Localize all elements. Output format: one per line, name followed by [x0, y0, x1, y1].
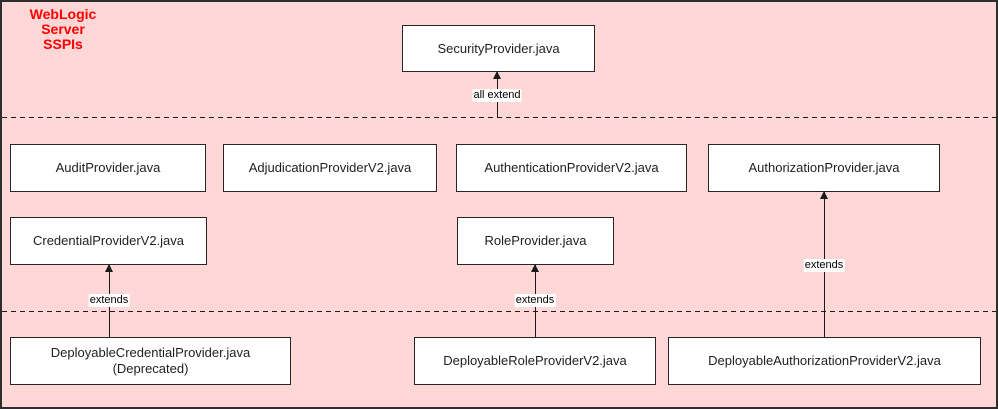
tier-divider-bottom — [2, 311, 996, 312]
node-deprecated-note: (Deprecated) — [112, 361, 189, 376]
arrow-up-head-icon — [820, 191, 828, 199]
node-label: CredentialProviderV2.java — [32, 233, 185, 248]
node-label: DeployableAuthorizationProviderV2.java — [708, 353, 941, 368]
edge-label-all-extend: all extend — [472, 89, 522, 102]
node-label: AuthorizationProvider.java — [748, 160, 900, 175]
diagram-title-line2: SSPIs — [43, 36, 83, 52]
node-label: RoleProvider.java — [484, 233, 587, 248]
edge-label-extends-credential: extends — [88, 294, 130, 307]
node-adjudication-provider-v2: AdjudicationProviderV2.java — [223, 144, 437, 192]
node-label: DeployableCredentialProvider.java — [50, 345, 251, 360]
tier-divider-top — [2, 117, 996, 118]
node-deployable-authorization-provider-v2: DeployableAuthorizationProviderV2.java — [668, 337, 981, 385]
edge-label-extends-role: extends — [514, 294, 556, 307]
node-authorization-provider: AuthorizationProvider.java — [708, 144, 940, 192]
node-label: DeployableRoleProviderV2.java — [443, 353, 627, 368]
node-credential-provider-v2: CredentialProviderV2.java — [10, 217, 207, 265]
node-deployable-credential-provider: DeployableCredentialProvider.java (Depre… — [10, 337, 291, 385]
node-label: AdjudicationProviderV2.java — [248, 160, 412, 175]
diagram-title: WebLogic Server SSPIs — [6, 7, 120, 52]
diagram-title-line1: WebLogic Server — [29, 6, 97, 37]
node-label: SecurityProvider.java — [437, 40, 560, 56]
edge-label-extends-authorization: extends — [803, 259, 845, 272]
node-deployable-role-provider-v2: DeployableRoleProviderV2.java — [414, 337, 656, 385]
node-label: AuditProvider.java — [55, 160, 161, 175]
arrow-up-head-icon — [493, 71, 501, 79]
arrow-up-head-icon — [105, 264, 113, 272]
arrow-up-head-icon — [531, 264, 539, 272]
node-security-provider: SecurityProvider.java — [402, 25, 595, 72]
node-audit-provider: AuditProvider.java — [10, 144, 206, 192]
node-role-provider: RoleProvider.java — [457, 217, 614, 265]
node-label: AuthenticationProviderV2.java — [484, 160, 659, 175]
node-authentication-provider-v2: AuthenticationProviderV2.java — [456, 144, 687, 192]
